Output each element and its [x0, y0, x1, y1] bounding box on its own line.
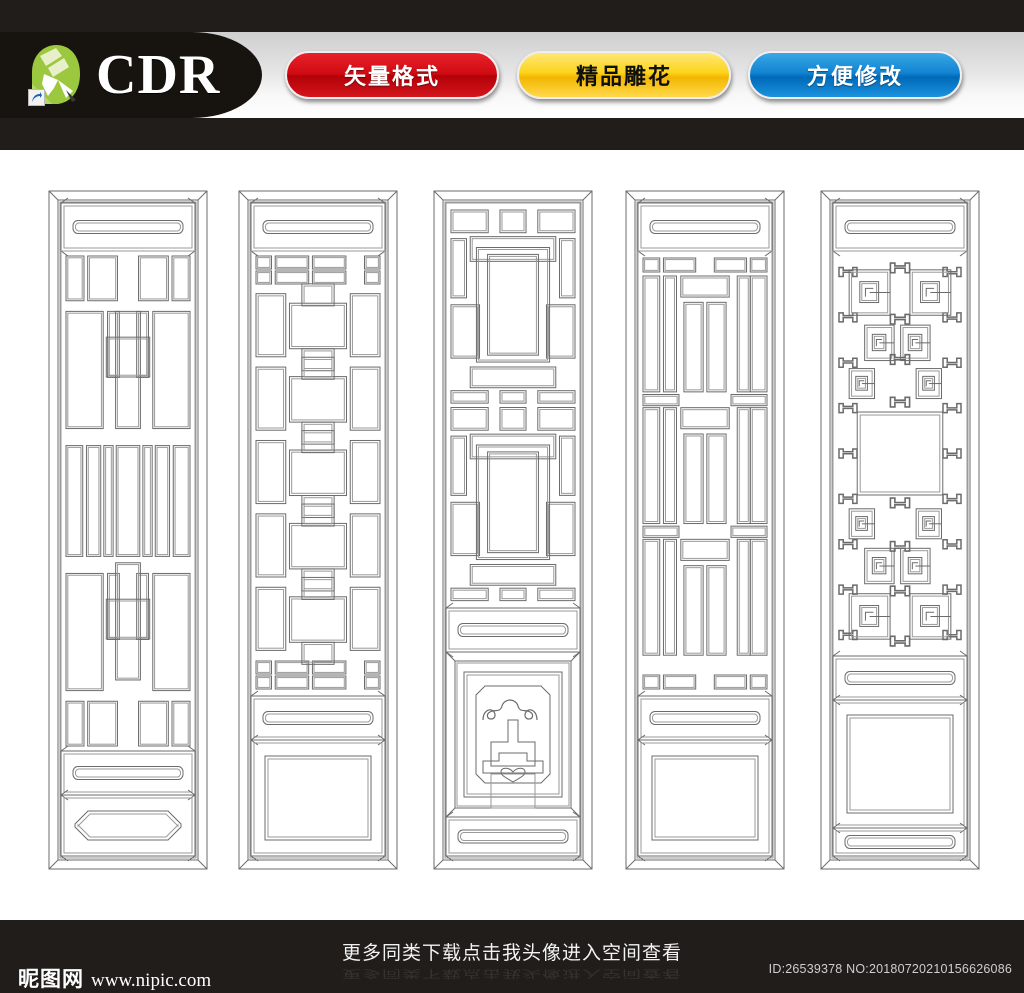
lattice-panel-framed-rect[interactable]: [433, 190, 593, 870]
panels-row: [0, 150, 1024, 920]
coreldraw-pen-icon: [28, 44, 82, 106]
footer-bar: 更多同类下载点击我头像进入空间查看 更多同类下载点击我头像进入空间查看 昵图网 …: [0, 920, 1024, 993]
footer-brand[interactable]: 昵图网 www.nipic.com: [18, 963, 211, 993]
shortcut-arrow-icon: [28, 89, 45, 106]
lattice-panel-ruyi-scroll[interactable]: [820, 190, 980, 870]
lattice-panel-vertical-bars[interactable]: [625, 190, 785, 870]
logo-text: CDR: [96, 44, 221, 106]
header-bar: CDR 矢量格式 精品雕花 方便修改: [0, 0, 1024, 150]
footer-id-code: ID:26539378 NO:20180720210156626086: [768, 962, 1012, 976]
footer-brand-name: 昵图网: [18, 968, 84, 991]
lattice-panel-geometric-cross[interactable]: [48, 190, 208, 870]
badge-fine-carving[interactable]: 精品雕花: [517, 51, 731, 99]
badge-easy-edit[interactable]: 方便修改: [748, 51, 962, 99]
drawing-canvas: [0, 150, 1024, 920]
badge-vector-format[interactable]: 矢量格式: [285, 51, 499, 99]
lattice-panel-plus-chain[interactable]: [238, 190, 398, 870]
footer-brand-url: www.nipic.com: [91, 970, 212, 991]
footer-tagline: 更多同类下载点击我头像进入空间查看: [341, 943, 682, 964]
logo-plate: CDR: [0, 32, 262, 118]
